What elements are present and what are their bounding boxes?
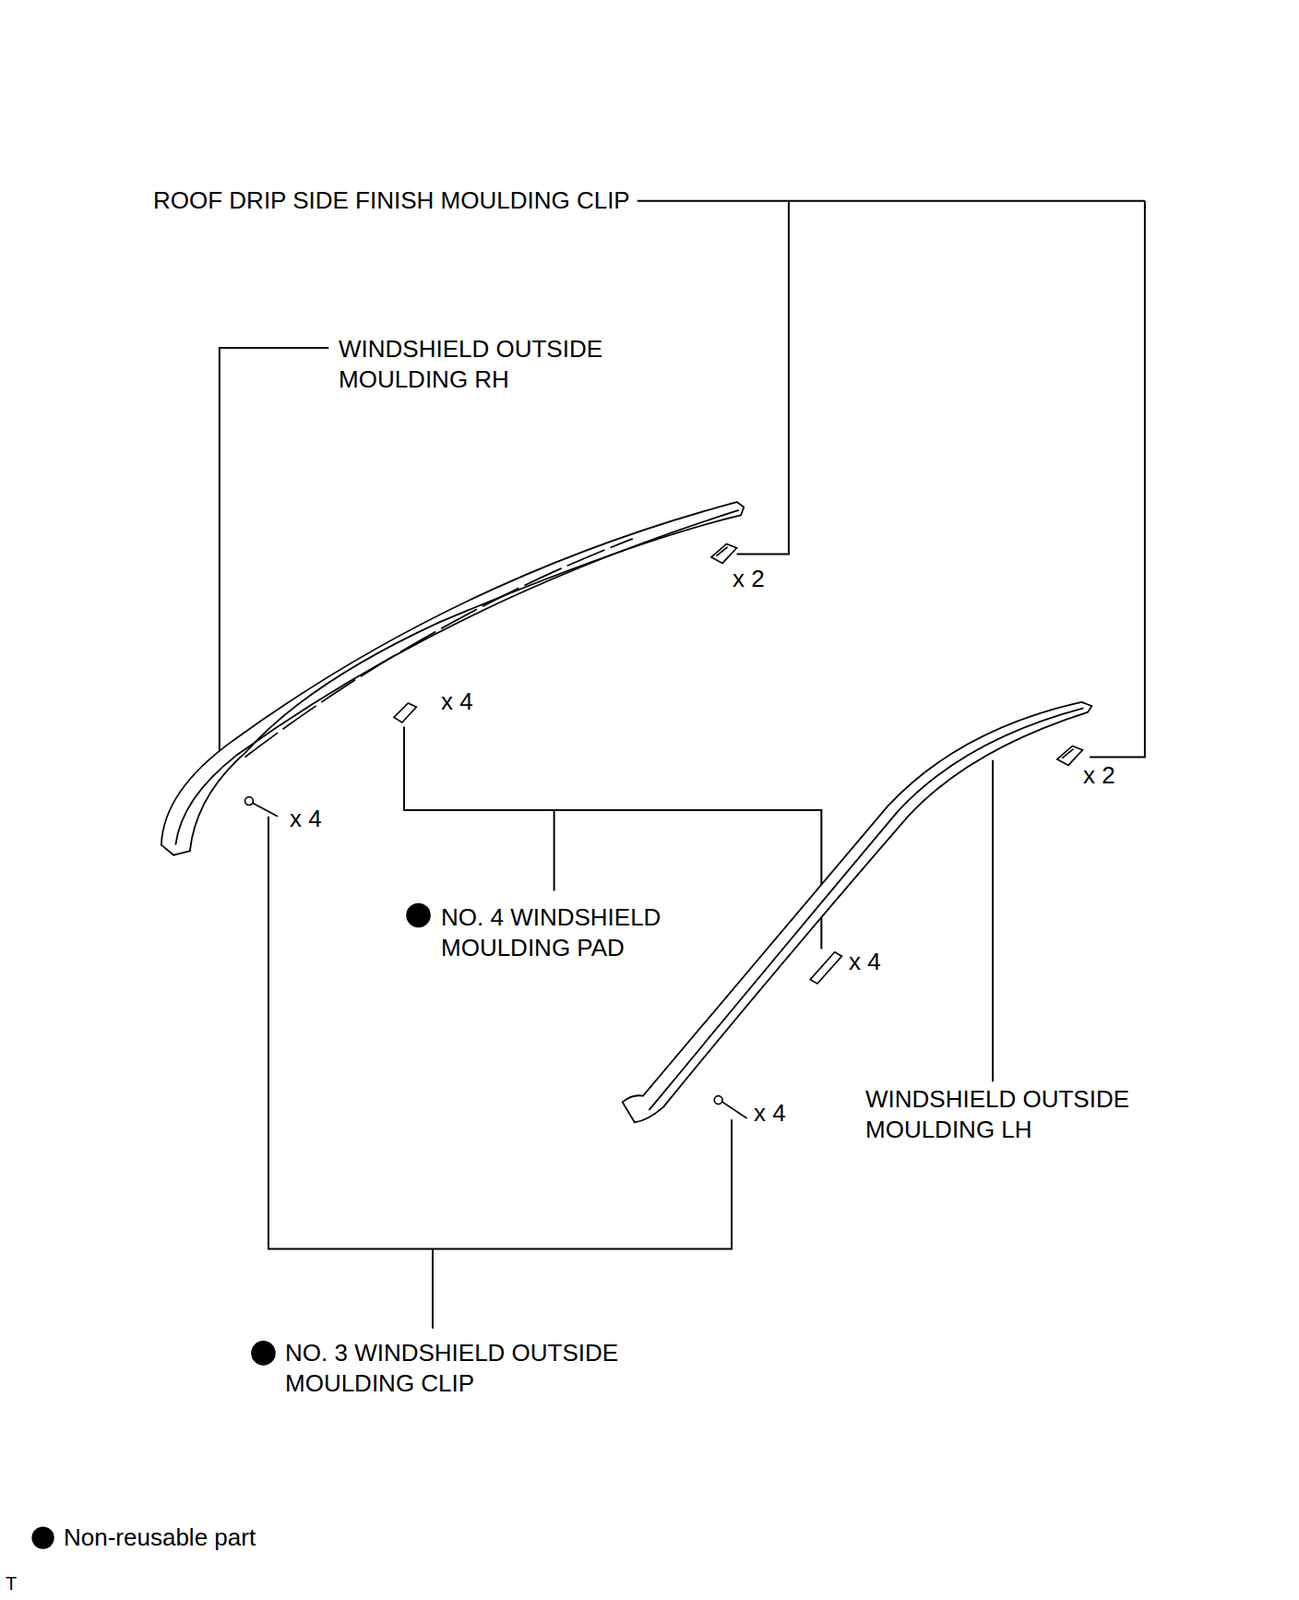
- moulding-clip: [711, 543, 1084, 765]
- moulding-lh: [622, 702, 1093, 1123]
- leader-line: [1089, 201, 1145, 758]
- leader-line: [219, 347, 329, 763]
- part-name: ROOF DRIP SIDE FINISH MOULDING CLIP: [153, 185, 631, 216]
- part-name: NO. 4 WINDSHIELD MOULDING PAD: [440, 902, 683, 964]
- moulding-rh: [161, 501, 744, 856]
- leader-line: [737, 201, 789, 555]
- quantity: x 4: [440, 686, 474, 717]
- quantity: x 4: [289, 803, 322, 835]
- legend-text: Non-reusable part: [63, 1522, 256, 1553]
- quantity: x 2: [1083, 760, 1116, 791]
- moulding-pad: [393, 703, 842, 984]
- leader-line: [991, 760, 994, 1082]
- part-name: WINDSHIELD OUTSIDE MOULDING RH: [338, 333, 634, 395]
- part-name: NO. 3 WINDSHIELD OUTSIDE MOULDING CLIP: [285, 1337, 641, 1399]
- clip-pin: [245, 797, 748, 1119]
- leader-line: [637, 200, 1145, 203]
- quantity: x 4: [848, 946, 882, 978]
- quantity: x 4: [753, 1097, 787, 1129]
- quantity: x 2: [732, 563, 765, 595]
- leader-line: [268, 816, 732, 1250]
- non-reusable-dot: [250, 903, 431, 1366]
- page-mark: T: [5, 1572, 17, 1596]
- leader-line: [553, 810, 556, 891]
- part-name: WINDSHIELD OUTSIDE MOULDING LH: [865, 1084, 1161, 1145]
- leader-line: [431, 1249, 434, 1329]
- legend-symbol: [31, 1525, 54, 1549]
